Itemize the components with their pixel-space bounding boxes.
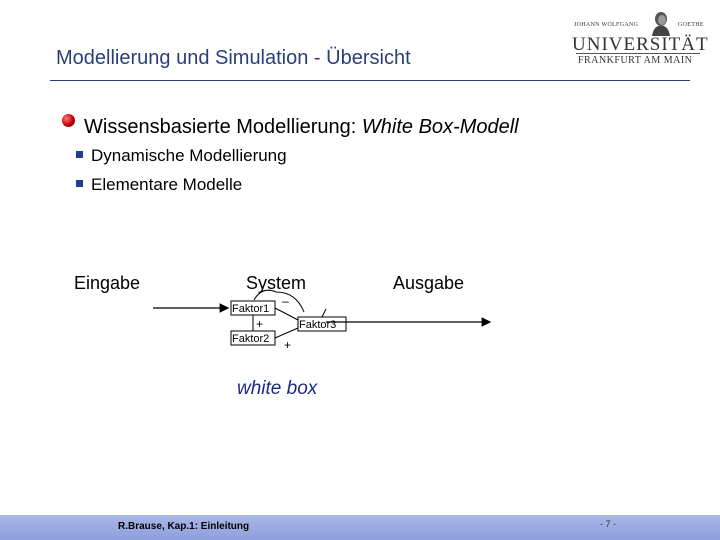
factor3-label: Faktor3 <box>299 319 336 331</box>
footer-author: R.Brause, Kap.1: Einleitung <box>118 521 250 532</box>
sub-bullet-2: Elementare Modelle <box>76 175 242 195</box>
white-box-caption: white box <box>237 378 318 399</box>
university-logo: JOHANN WOLFGANG GOETHE UNIVERSITÄT FRANK… <box>566 8 709 68</box>
square-bullet-icon <box>76 151 83 159</box>
sub-bullet-text: Dynamische Modellierung <box>91 146 287 165</box>
page-title: Modellierung und Simulation - Übersicht <box>56 47 411 69</box>
feedback-curve <box>253 289 305 313</box>
logo-university-text: UNIVERSITÄT <box>572 34 709 55</box>
factor2-label: Faktor2 <box>232 333 269 345</box>
logo-top-right-text: GOETHE <box>678 22 704 28</box>
red-bullet-icon <box>62 114 75 127</box>
sign-minus: – <box>282 294 289 308</box>
output-line-up <box>321 308 327 318</box>
sign-plus-1: + <box>256 317 263 331</box>
footer-page-number: - 7 - <box>600 519 617 529</box>
main-bullet-text: Wissensbasierte Modellierung: White Box-… <box>84 116 519 139</box>
logo-top-text: JOHANN WOLFGANG <box>574 22 639 28</box>
output-label: Ausgabe <box>393 273 465 293</box>
f1-to-f3 <box>274 307 299 321</box>
f2-to-f3 <box>274 327 299 339</box>
logo-divider <box>576 53 700 54</box>
factor1-label: Faktor1 <box>232 303 269 315</box>
logo-city-text: FRANKFURT AM MAIN <box>578 55 693 66</box>
system-label: System <box>246 273 307 293</box>
square-bullet-icon <box>76 180 83 188</box>
main-bullet-italic: White Box-Modell <box>361 116 519 138</box>
sub-bullet-1: Dynamische Modellierung <box>76 146 287 166</box>
goethe-portrait-icon <box>652 12 670 36</box>
main-bullet-normal: Wissensbasierte Modellierung: <box>84 116 362 138</box>
title-rule <box>50 80 690 81</box>
sign-plus-2: + <box>284 338 291 352</box>
sub-bullet-text: Elementare Modelle <box>91 175 243 194</box>
footer-bar: R.Brause, Kap.1: Einleitung - 7 - <box>0 515 720 540</box>
input-label: Eingabe <box>74 273 141 293</box>
